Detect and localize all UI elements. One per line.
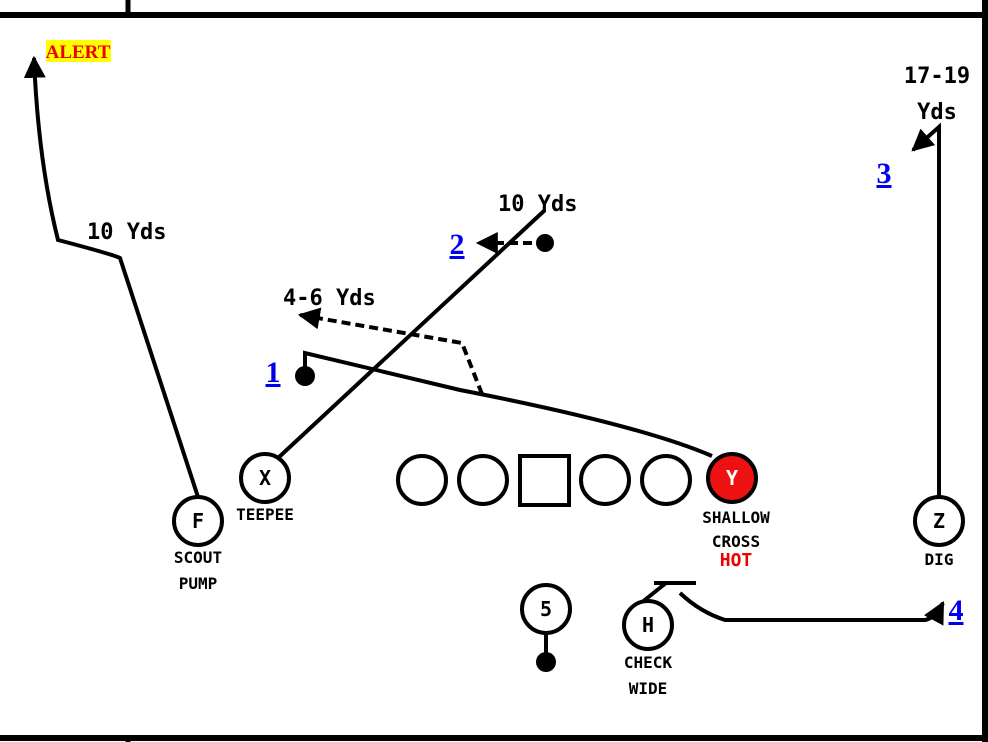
route-y-end-dot (295, 366, 315, 386)
f-route-label-line2: PUMP (179, 574, 218, 593)
player-y[interactable]: Y (706, 452, 758, 504)
player-x[interactable]: X (239, 452, 291, 504)
player-f[interactable]: F (172, 495, 224, 547)
read-number-1: 1 (266, 356, 281, 389)
z-break-distance-line2: Yds (917, 100, 957, 125)
y-route-label-line2: CROSS (712, 532, 760, 551)
read-number-3: 3 (877, 157, 892, 190)
route-y-shallow-cross (303, 350, 713, 458)
player-h-letter: H (642, 613, 654, 637)
lineman-left-tackle (396, 454, 448, 506)
read-number-4: 4 (949, 594, 964, 627)
f-route-label-line1: SCOUT (174, 548, 222, 567)
read-number-2: 2 (450, 228, 465, 261)
route-h-check-wide (678, 591, 945, 626)
x-route-label: TEEPEE (236, 505, 294, 524)
alert-label: ALERT (46, 42, 111, 63)
alert-highlight (46, 40, 111, 62)
lineman-center (518, 454, 571, 507)
route-x-stem-dot (536, 234, 554, 252)
lineman-right-tackle (640, 454, 692, 506)
y-break-distance: 4-6 Yds (283, 286, 376, 311)
player-f-letter: F (192, 509, 204, 533)
lineman-left-guard (457, 454, 509, 506)
h-route-label-line1: CHECK (624, 653, 673, 672)
player-h[interactable]: H (622, 599, 674, 651)
player-back[interactable]: 5 (520, 583, 572, 635)
player-x-letter: X (259, 466, 271, 490)
y-route-label-line1: SHALLOW (702, 508, 770, 527)
z-route-label: DIG (925, 550, 954, 569)
offensive-line (396, 454, 692, 507)
route-y-option-dashed (297, 307, 484, 395)
player-back-number: 5 (540, 597, 552, 621)
lineman-right-guard (579, 454, 631, 506)
z-break-distance-line1: 17-19 (904, 64, 970, 89)
f-break-distance: 10 Yds (87, 220, 166, 245)
player-y-letter: Y (726, 466, 738, 490)
player-z-letter: Z (933, 509, 945, 533)
player-z[interactable]: Z (913, 495, 965, 547)
h-route-label-line2: WIDE (629, 679, 668, 698)
route-f-scout-pump (23, 55, 200, 498)
y-hot-tag: HOT (720, 550, 753, 571)
x-break-distance: 10 Yds (498, 192, 577, 217)
route-z-dig (911, 122, 941, 497)
back-stem-dot (536, 652, 556, 672)
